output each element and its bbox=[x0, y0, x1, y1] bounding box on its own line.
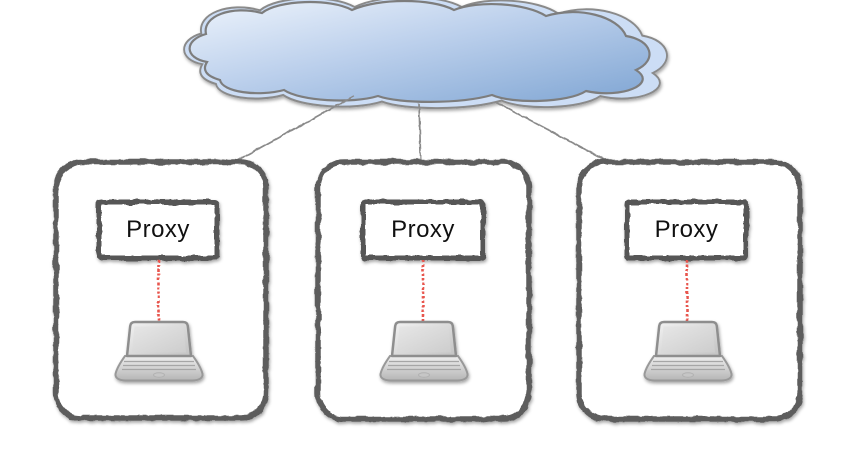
proxy-box-2 bbox=[360, 199, 486, 261]
cloud-icon bbox=[188, 0, 651, 103]
laptop-icon bbox=[379, 320, 469, 382]
laptop-icon bbox=[643, 320, 733, 382]
proxy-device-links bbox=[157, 260, 689, 322]
proxy-boxes bbox=[96, 199, 749, 261]
proxy-box-1 bbox=[96, 199, 220, 261]
proxy-box-3 bbox=[624, 199, 749, 261]
laptop-icon bbox=[114, 320, 204, 382]
internet-cloud bbox=[183, 0, 668, 110]
